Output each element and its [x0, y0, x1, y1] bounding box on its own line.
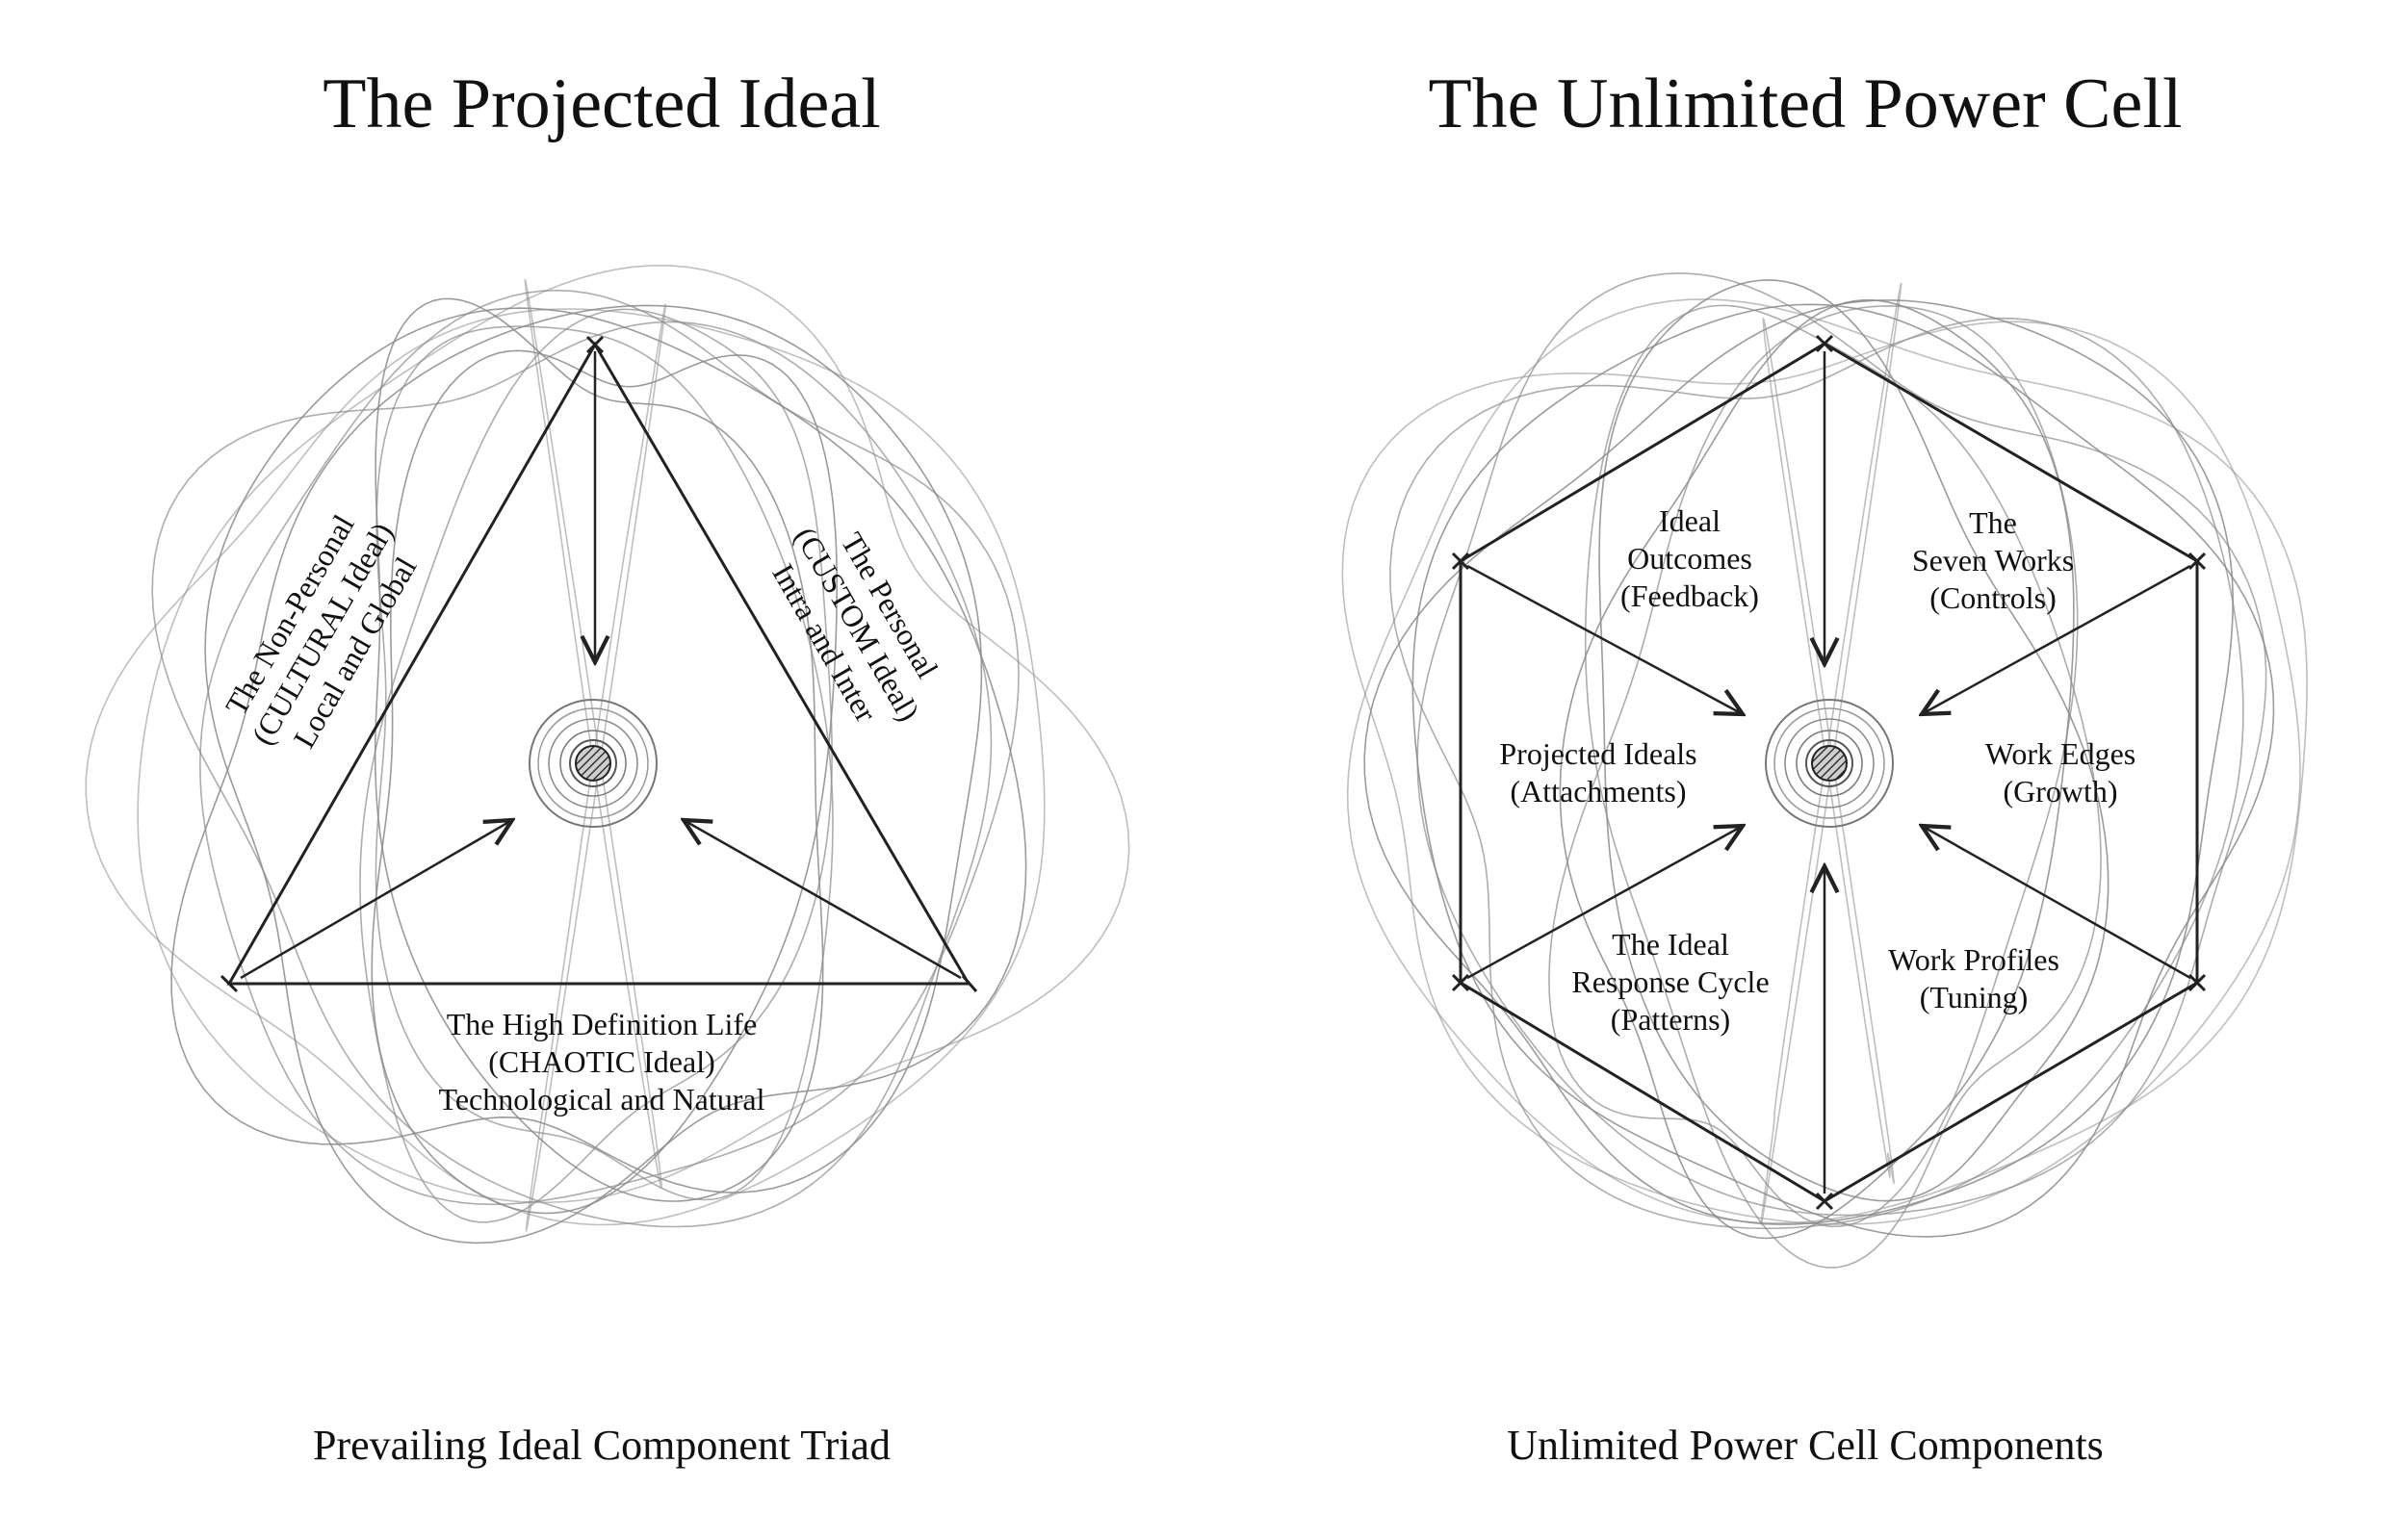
sketch-ring [1363, 299, 2234, 1225]
sketch-ring [371, 349, 838, 1215]
triad-arrows [240, 351, 962, 980]
sketch-ring [375, 325, 834, 1201]
left-core [529, 699, 658, 828]
arrow-top-left-to-core [1466, 564, 1743, 714]
sector-work-profiles: Work Profiles (Tuning) [1888, 942, 2059, 1014]
sector-ideal-outcomes: Ideal Outcomes (Feedback) [1620, 503, 1759, 613]
power-cell-arrows [1466, 351, 2191, 1194]
sketch-ring [1548, 305, 2079, 1228]
left-sketch-rings [85, 265, 1130, 1245]
sketch-ring [151, 321, 993, 1228]
sketch-ring [170, 304, 983, 1194]
sketch-ring [85, 308, 1046, 1226]
sector-ideal-response-cycle: The Ideal Response Cycle (Patterns) [1571, 927, 1770, 1037]
triad-bottom-side-label: The High Definition Life (CHAOTIC Ideal)… [438, 1007, 765, 1116]
sketch-ring [359, 308, 833, 1223]
arrow-top-right-to-core [1922, 564, 2191, 714]
sketch-ring [1389, 317, 2244, 1230]
sketch-ring [1411, 303, 2275, 1238]
power-cell-hexagon [1451, 334, 2207, 1211]
sector-seven-works: The Seven Works (Controls) [1911, 505, 2075, 615]
sector-work-edges: Work Edges (Growth) [1984, 736, 2136, 808]
sector-projected-ideals: Projected Ideals (Attachments) [1499, 736, 1697, 808]
sketch-ring [1341, 321, 2301, 1225]
left-diagram-caption: Prevailing Ideal Component Triad [312, 1422, 892, 1469]
right-core [1765, 699, 1894, 828]
right-diagram [1341, 271, 2308, 1269]
right-diagram-title: The Unlimited Power Cell [1428, 64, 2183, 143]
sketch-ring [1346, 298, 2308, 1224]
left-diagram [85, 265, 1130, 1245]
arrow-bottom-right-to-core [684, 820, 962, 980]
sketch-ring [198, 289, 1020, 1206]
left-diagram-title: The Projected Ideal [323, 64, 881, 143]
sketch-ring [1416, 271, 2267, 1217]
sketch-ring [204, 307, 1027, 1245]
arrow-bottom-left-to-core [1466, 826, 1743, 980]
arrow-bottom-right-to-core [1922, 826, 2191, 980]
triad-triangle [220, 335, 978, 993]
right-diagram-caption: Unlimited Power Cell Components [1507, 1422, 2104, 1469]
arrow-bottom-left-to-core [240, 820, 512, 980]
